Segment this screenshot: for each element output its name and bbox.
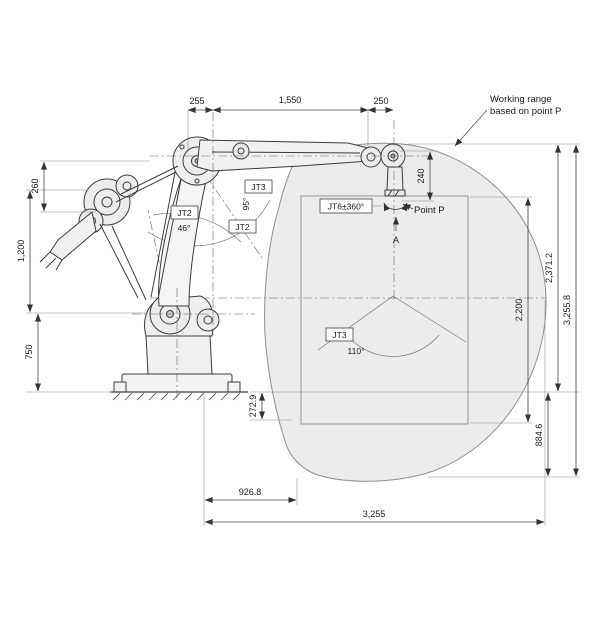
- floor-hatching: [112, 392, 241, 401]
- envelope-region: [264, 142, 547, 482]
- dim-3255-8: 3,255.8: [562, 295, 572, 325]
- point-p-group: Point P A: [383, 202, 445, 245]
- robot-pedestal: [145, 335, 213, 375]
- jt3-lower-label: JT3: [332, 330, 346, 340]
- robot-lower-arm: [158, 169, 208, 307]
- wrist-flange: [386, 166, 404, 191]
- joint-labels: JT3 JT2 46° JT2 95° JT6±360° JT3 110°: [170, 179, 382, 356]
- note-line2: based on point P: [490, 106, 561, 117]
- rear-link-arm: [49, 211, 97, 261]
- dim-2371-2: 2,371.2: [544, 253, 554, 283]
- working-envelope: [150, 142, 547, 482]
- dim-272-9: 272.9: [248, 395, 258, 418]
- robot-base-foot-left: [113, 381, 127, 393]
- dim-3255: 3,255: [363, 509, 386, 519]
- jt3-lower-box: [325, 327, 354, 342]
- jt2-label-b: JT2: [235, 222, 249, 232]
- jt3-upper-label: JT3: [251, 182, 265, 192]
- jt3-upper-box: [244, 179, 273, 194]
- point-p-label: Point P: [414, 205, 445, 216]
- wrist-joint: [360, 146, 382, 168]
- dimension-top-group: 255 1,550 250: [187, 95, 394, 150]
- jt3-swing-angle: 95°: [241, 198, 251, 211]
- working-range-note: Working range based on point P: [454, 94, 561, 147]
- dim-255: 255: [189, 96, 204, 106]
- jt6-label: JT6±360°: [328, 202, 364, 212]
- dim-240: 240: [416, 168, 426, 183]
- dimension-left-group: 260 1,200 750: [16, 160, 150, 393]
- dim-1200: 1,200: [16, 240, 26, 263]
- dimension-right-group: 2,200 884.6 2,371.2 3,255.8: [250, 143, 580, 478]
- note-line1: Working range: [490, 94, 552, 105]
- jt2-box-a: [170, 205, 199, 220]
- dim-884-6: 884.6: [534, 424, 544, 447]
- section-a-label: A: [393, 235, 399, 245]
- dim-250: 250: [373, 96, 388, 106]
- dim-750: 750: [24, 344, 34, 359]
- robot-base-foot-right: [227, 381, 241, 393]
- dimension-flange-group: 240: [400, 150, 434, 202]
- jt2-label-a: JT2: [177, 208, 191, 218]
- dim-926-8: 926.8: [239, 487, 262, 497]
- dim-260: 260: [30, 178, 40, 193]
- dim-1550: 1,550: [279, 95, 302, 105]
- dim-2200: 2,200: [514, 299, 524, 322]
- dimension-bottom-group: 926.8 3,255: [203, 300, 546, 526]
- jt2-angle-46: 46°: [178, 223, 191, 233]
- jt2-box-b: [228, 219, 257, 234]
- jt3-lower-angle: 110°: [348, 346, 365, 356]
- dimension-notch-group: 272.9: [248, 392, 292, 421]
